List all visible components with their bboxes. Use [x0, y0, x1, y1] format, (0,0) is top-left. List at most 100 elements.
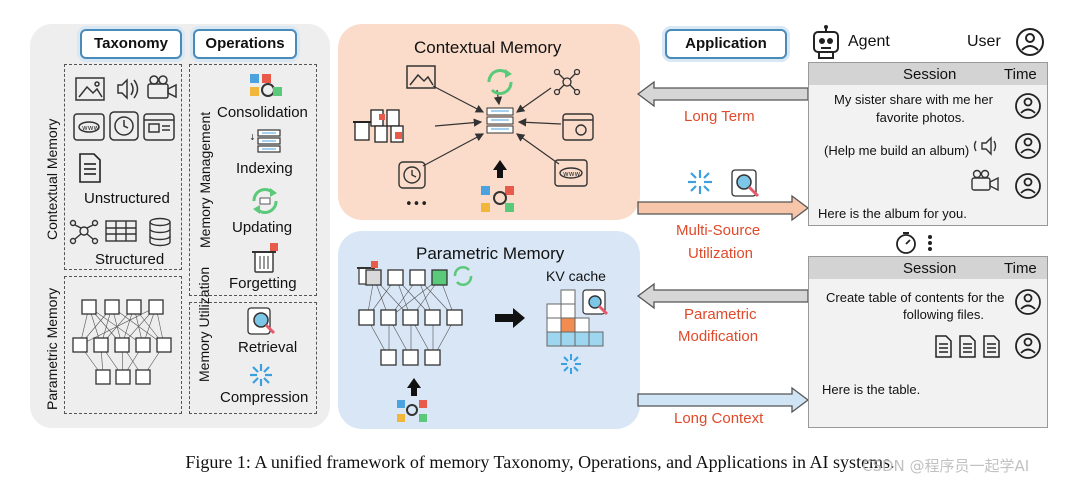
session-1-time: Time	[1004, 66, 1037, 83]
forgetting-label: Forgetting	[229, 275, 297, 292]
network-nodes	[358, 269, 463, 366]
web-icon: www	[73, 113, 105, 141]
memory-utilization-vlabel: Memory Utilization	[196, 266, 212, 382]
contextual-memory-diagram: ••• www	[353, 65, 594, 212]
user-label: User	[967, 33, 1001, 50]
consolidation-icon	[397, 400, 427, 422]
multi-source-arrow	[637, 194, 810, 222]
table-icon	[105, 220, 137, 242]
compression-icon	[250, 364, 272, 386]
structured-label: Structured	[95, 251, 165, 268]
retrieval-icon	[731, 169, 760, 198]
parametric-taxonomy-box	[64, 276, 182, 414]
indexing-label: Indexing	[236, 160, 293, 177]
session-2-msg-line2: following files.	[903, 307, 984, 322]
compression-icon	[561, 354, 581, 374]
agent-robot-icon	[813, 25, 839, 59]
retrieval-icon	[247, 307, 276, 335]
audio-icon	[973, 136, 997, 156]
session-2	[808, 256, 1048, 428]
memory-utilization-box	[189, 302, 317, 414]
web-icon: www	[554, 159, 588, 187]
figure-caption: Figure 1: A unified framework of memory …	[185, 452, 895, 472]
application-tag: Application	[665, 29, 787, 59]
session-1-title: Session	[903, 66, 957, 83]
long-context-label: Long Context	[674, 410, 764, 427]
session-1	[808, 62, 1048, 226]
session-1-header	[809, 63, 1047, 85]
session-2-title: Session	[903, 260, 957, 277]
long-context-arrow	[637, 386, 810, 414]
watermark: CSDN @程序员一起学AI	[862, 457, 1030, 475]
session-1-msg2: (Help me build an album)	[824, 143, 970, 158]
session-2-msg-line1: Create table of contents for the	[826, 290, 1005, 305]
svg-text:www: www	[563, 170, 580, 178]
session-2-header	[809, 257, 1047, 279]
user-icon	[1016, 28, 1044, 56]
ellipsis: •••	[405, 197, 428, 212]
kv-cache-grid	[546, 289, 604, 347]
updating-icon	[453, 266, 473, 286]
long-term-arrow	[636, 80, 809, 108]
user-icon	[1015, 93, 1041, 119]
session-1-reply: Here is the album for you.	[818, 206, 967, 221]
multi-source-label-1: Multi-Source	[676, 222, 761, 239]
up-arrow-icon	[493, 160, 507, 178]
browser-icon	[562, 113, 594, 141]
video-icon	[147, 75, 177, 99]
up-arrow-icon	[407, 378, 421, 396]
retrieval-label: Retrieval	[238, 339, 298, 356]
user-icon	[1015, 289, 1041, 315]
documents-icon	[935, 335, 1000, 358]
session-2-time: Time	[1004, 260, 1037, 277]
compression-label: Compression	[220, 389, 309, 406]
clock-icon	[109, 111, 139, 141]
unstructured-label: Unstructured	[84, 190, 170, 207]
forgetting-icon	[252, 243, 278, 273]
contextual-memory-vlabel: Contextual Memory	[44, 118, 60, 240]
kv-cache-label: KV cache	[546, 268, 606, 284]
session-1-icons	[971, 93, 1041, 199]
timer-icon	[896, 232, 932, 254]
image-icon	[406, 65, 436, 89]
contextual-memory-title: Contextual Memory	[414, 38, 562, 57]
session-1-msg-line2: favorite photos.	[876, 110, 965, 125]
session-2-reply: Here is the table.	[822, 382, 921, 397]
updating-cycle-icon	[487, 69, 513, 95]
updating-label: Updating	[232, 219, 293, 236]
updating-icon	[252, 188, 278, 214]
parametric-memory-title: Parametric Memory	[416, 244, 565, 263]
memory-management-vlabel: Memory Management	[197, 111, 213, 248]
multi-source-icons	[688, 169, 760, 198]
compression-icon	[688, 170, 712, 194]
svg-text:www: www	[82, 124, 99, 132]
parametric-modification-label-2: Modification	[678, 328, 759, 345]
parametric-modification-label-1: Parametric	[684, 306, 757, 323]
user-icon	[1015, 333, 1041, 359]
long-term-label: Long Term	[684, 108, 755, 125]
user-icon	[1015, 133, 1041, 159]
taxonomy-tag: Taxonomy	[80, 29, 182, 59]
flow-arrows	[636, 80, 810, 414]
agent-label: Agent	[848, 33, 890, 50]
database-icon	[149, 217, 171, 247]
document-icon	[79, 153, 101, 183]
parametric-modification-arrow	[636, 282, 809, 310]
graph-icon	[553, 68, 581, 96]
operations-tag: Operations	[193, 29, 297, 59]
retrieval-icon	[582, 289, 609, 316]
neural-network-icon	[72, 299, 172, 385]
browser-icon	[143, 113, 175, 141]
right-arrow-icon	[495, 308, 525, 328]
audio-icon	[117, 78, 139, 100]
session-1-msg-line1: My sister share with me her	[834, 92, 993, 107]
unstructured-icons: www	[73, 75, 177, 183]
clock-icon	[398, 161, 426, 189]
structured-icons	[69, 217, 171, 247]
memory-management-box	[189, 64, 317, 296]
session-2-icons	[935, 289, 1041, 359]
indexing-icon: ↓	[249, 129, 281, 153]
parametric-memory-diagram	[357, 261, 609, 422]
consolidation-label: Consolidation	[217, 104, 308, 121]
graph-icon	[69, 219, 99, 245]
